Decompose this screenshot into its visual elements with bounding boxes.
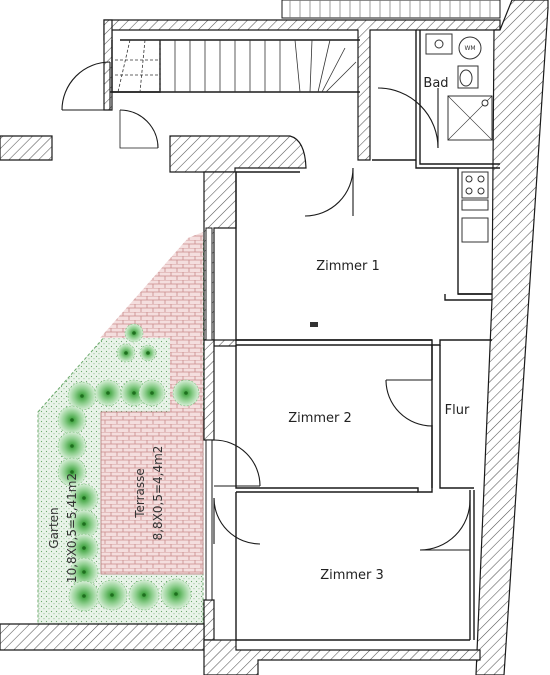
- stove-icon: [461, 171, 489, 199]
- balcony-hatch: [289, 0, 491, 18]
- bathroom-fixtures: [425, 33, 493, 141]
- fridge-icon: [461, 217, 489, 243]
- terrace-label: Terrasse 8,8X0,5=4,4m2: [133, 446, 165, 541]
- shrub-center: [70, 418, 74, 422]
- shrub-center: [174, 592, 178, 596]
- shrub-center: [110, 593, 114, 597]
- shrub-center: [132, 391, 136, 395]
- shrub-center: [106, 391, 110, 395]
- shrub-center: [82, 522, 86, 526]
- shrub-center: [70, 470, 74, 474]
- terrace-paving: [100, 232, 203, 416]
- shrub-center: [124, 351, 128, 355]
- svg-text:10,8X0,5=5,41m2: 10,8X0,5=5,41m2: [65, 473, 79, 583]
- room-label-bad: Bad: [423, 76, 448, 91]
- kitchen-fixtures: [461, 171, 489, 243]
- shrub-center: [142, 593, 146, 597]
- shrub-center: [184, 391, 188, 395]
- room-label-zimmer-3: Zimmer 3: [320, 568, 384, 583]
- outlet-icon: [310, 322, 318, 327]
- windows: [205, 227, 213, 601]
- room-label-zimmer-2: Zimmer 2: [288, 411, 352, 426]
- washer-icon: [458, 36, 482, 60]
- doors: [61, 61, 471, 551]
- garden-label: Garten 10,8X0,5=5,41m2: [47, 473, 79, 583]
- shrub-center: [150, 391, 154, 395]
- terrace-area: [100, 411, 204, 575]
- shrub-center: [82, 496, 86, 500]
- staircase: [115, 39, 357, 93]
- shrub-center: [146, 351, 150, 355]
- svg-text:Garten: Garten: [47, 507, 61, 548]
- shrub-center: [82, 546, 86, 550]
- balcony-edge: [281, 0, 501, 19]
- garden-shrubs: [57, 323, 200, 612]
- shrub-center: [82, 570, 86, 574]
- room-label-zimmer-1: Zimmer 1: [316, 259, 380, 274]
- svg-text:Terrasse: Terrasse: [133, 468, 147, 519]
- shrub-center: [82, 594, 86, 598]
- shrub-center: [70, 444, 74, 448]
- room-label-flur: Flur: [445, 403, 470, 418]
- washer-label: WM: [464, 45, 475, 52]
- shrub-center: [80, 394, 84, 398]
- shrub-center: [132, 331, 136, 335]
- svg-text:8,8X0,5=4,4m2: 8,8X0,5=4,4m2: [151, 446, 165, 541]
